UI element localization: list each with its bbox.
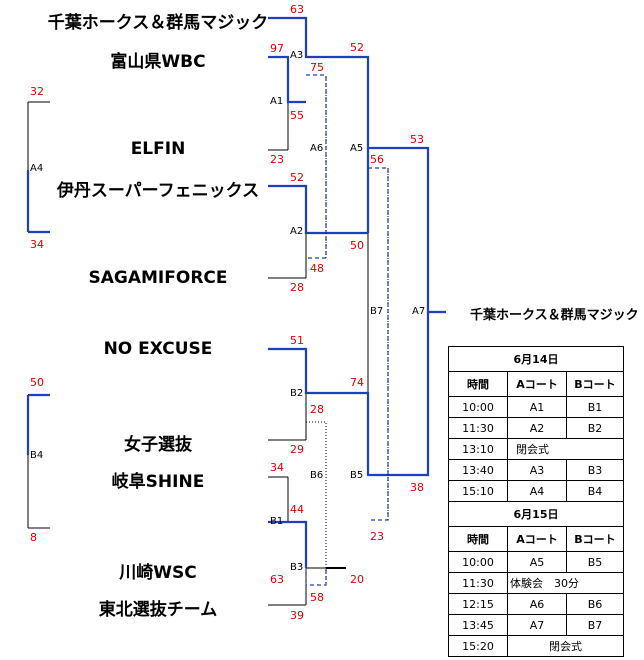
team-kawasaki-wsc: 川崎WSC (119, 563, 197, 583)
score: 39 (290, 609, 304, 622)
match-label-b3: B3 (290, 562, 304, 573)
team-toyama-wbc: 富山県WBC (110, 52, 206, 72)
cell: A1 (507, 396, 567, 418)
team-chiba-gunma: 千葉ホークス＆群馬マジック (47, 13, 269, 33)
champion-team: 千葉ホークス＆群馬マジック (470, 308, 639, 323)
col-header-a-court: Aコート (507, 371, 567, 397)
score: 52 (290, 171, 304, 184)
score: 58 (310, 591, 324, 604)
match-label-a4: A4 (30, 163, 44, 174)
score: 38 (410, 481, 424, 494)
match-label-a2: A2 (290, 226, 304, 237)
score: 8 (30, 531, 37, 544)
cell: 閉会式 (507, 438, 624, 460)
match-label-b1: B1 (270, 516, 284, 527)
team-elfin: ELFIN (130, 139, 186, 159)
score: 29 (290, 443, 304, 456)
cell: B7 (566, 614, 624, 636)
match-label-a5: A5 (350, 143, 364, 154)
match-label-b5: B5 (350, 470, 364, 481)
cell: A6 (507, 593, 567, 615)
cell: 12:15 (448, 593, 508, 615)
winner-lines (26, 16, 446, 568)
cell: 15:20 (448, 635, 508, 657)
score: 63 (270, 573, 284, 586)
cell: B1 (566, 396, 624, 418)
cell: 閉会式 (507, 635, 624, 657)
score: 50 (350, 239, 364, 252)
cell: A5 (507, 551, 567, 573)
cell: A3 (507, 459, 567, 481)
score: 97 (270, 42, 284, 55)
team-no-excuse: NO EXCUSE (103, 339, 213, 359)
match-label-b6: B6 (310, 470, 324, 481)
team-sagamiforce: SAGAMIFORCE (88, 268, 228, 288)
cell: B4 (566, 480, 624, 502)
score: 75 (310, 61, 324, 74)
match-label-a3: A3 (290, 50, 304, 61)
score: 44 (290, 503, 304, 516)
cell: 13:45 (448, 614, 508, 636)
match-label-b4: B4 (30, 450, 44, 461)
match-label-a7: A7 (412, 306, 426, 317)
cell: A2 (507, 417, 567, 439)
cell: B5 (566, 551, 624, 573)
score: 74 (350, 376, 364, 389)
score: 34 (30, 238, 44, 251)
score: 34 (270, 461, 284, 474)
score: 23 (270, 153, 284, 166)
score: 52 (350, 41, 364, 54)
cell: B6 (566, 593, 624, 615)
team-joshi-senbatsu: 女子選抜 (124, 435, 192, 455)
match-label-b2: B2 (290, 388, 304, 399)
col-header-time: 時間 (448, 526, 508, 552)
score: 32 (30, 85, 44, 98)
score: 28 (310, 403, 324, 416)
col-header-b-court: Bコート (566, 526, 624, 552)
dotted-lines (306, 75, 389, 585)
score: 53 (410, 133, 424, 146)
cell: A4 (507, 480, 567, 502)
cell: 10:00 (448, 551, 508, 573)
col-header-time: 時間 (448, 371, 508, 397)
cell: B3 (566, 459, 624, 481)
cell: 15:10 (448, 480, 508, 502)
match-label-a6: A6 (310, 143, 324, 154)
cell: 13:10 (448, 438, 508, 460)
cell: 体験会 30分 (507, 572, 624, 594)
score: 50 (30, 376, 44, 389)
score: 20 (350, 573, 364, 586)
day2-date: 6月15日 (448, 501, 624, 527)
score: 28 (290, 281, 304, 294)
match-label-b7: B7 (370, 306, 384, 317)
score: 63 (290, 3, 304, 16)
team-tohoku: 東北選抜チーム (98, 600, 218, 620)
team-gifu-shine: 岐阜SHINE (111, 472, 205, 492)
col-header-b-court: Bコート (566, 371, 624, 397)
score: 51 (290, 334, 304, 347)
team-itami: 伊丹スーパーフェニックス (56, 181, 260, 201)
match-label-a1: A1 (270, 96, 284, 107)
day1-date: 6月14日 (448, 346, 624, 372)
col-header-a-court: Aコート (507, 526, 567, 552)
score: 56 (370, 153, 384, 166)
cell: A7 (507, 614, 567, 636)
cell: 11:30 (448, 417, 508, 439)
loser-lines (27, 18, 369, 606)
score: 55 (290, 109, 304, 122)
cell: B2 (566, 417, 624, 439)
cell: 11:30 (448, 572, 508, 594)
cell: 13:40 (448, 459, 508, 481)
score: 48 (310, 262, 324, 275)
score: 23 (370, 530, 384, 543)
cell: 10:00 (448, 396, 508, 418)
